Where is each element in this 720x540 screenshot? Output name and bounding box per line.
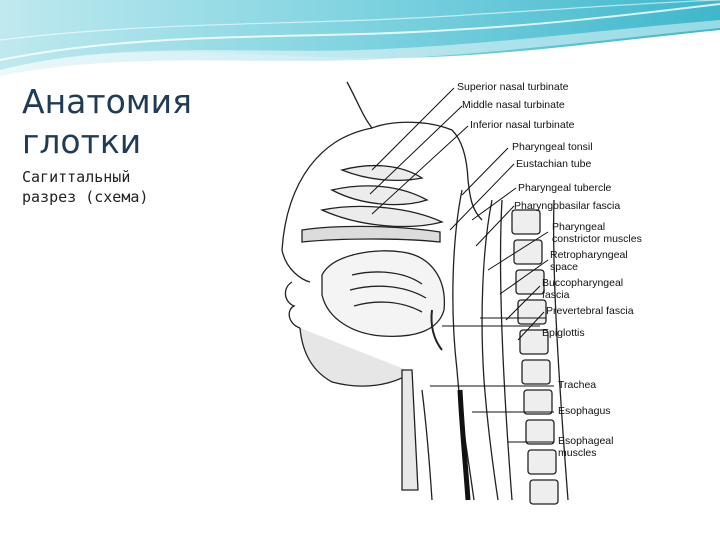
middle-turbinate-shape	[330, 185, 429, 206]
label-pharyngeal-tubercle: Pharyngeal tubercle	[518, 182, 612, 194]
label-buccopharyngeal-2: fascia	[542, 289, 570, 301]
slide-title: Анатомия глотки	[22, 82, 252, 162]
posterior-pharyngeal-wall	[452, 189, 475, 501]
label-pharyngeal-constrictor-2: constrictor muscles	[552, 233, 642, 245]
label-superior-nasal-turbinate: Superior nasal turbinate	[457, 81, 569, 93]
hard-palate	[301, 225, 441, 243]
inferior-turbinate-shape	[319, 205, 444, 228]
label-pharyngeal-tonsil: Pharyngeal tonsil	[512, 141, 593, 153]
header-wave-banner	[0, 0, 720, 76]
label-prevertebral-fascia: Prevertebral fascia	[546, 305, 634, 317]
label-buccopharyngeal-1: Buccopharyngeal	[542, 277, 624, 289]
label-inferior-nasal-turbinate: Inferior nasal turbinate	[470, 119, 575, 131]
mandible	[299, 327, 413, 387]
tongue	[321, 250, 446, 338]
label-pharyngeal-constrictor-1: Pharyngeal	[552, 221, 606, 233]
nasal-cavity-outline	[346, 81, 483, 221]
epiglottis-shape	[430, 309, 443, 351]
label-esophageal-muscles-1: Esophageal	[558, 435, 614, 447]
slide-subtitle: Сагиттальный разрез (схема)	[22, 167, 252, 207]
label-epiglottis: Epiglottis	[542, 327, 585, 339]
label-pharyngobasilar-fascia: Pharyngobasilar fascia	[514, 200, 621, 212]
larynx	[401, 369, 419, 491]
slide-subtitle-line-2: разрез (схема)	[22, 188, 149, 206]
label-esophageal-muscles-2: muscles	[558, 447, 597, 459]
anatomy-drawing	[281, 81, 569, 505]
label-retropharyngeal-2: space	[550, 261, 579, 273]
superior-turbinate-shape	[339, 164, 424, 182]
slide-subtitle-line-1: Сагиттальный	[22, 168, 131, 186]
pharynx-sagittal-diagram: Superior nasal turbinate Middle nasal tu…	[262, 70, 667, 510]
label-trachea: Trachea	[558, 379, 597, 391]
esophagus-shape	[457, 389, 471, 501]
label-eustachian-tube: Eustachian tube	[516, 158, 592, 170]
trachea-shape	[421, 389, 433, 501]
label-retropharyngeal-1: Retropharyngeal	[550, 249, 628, 261]
slide-title-line-1: Анатомия	[22, 82, 192, 121]
slide-title-line-2: глотки	[22, 122, 142, 161]
label-middle-nasal-turbinate: Middle nasal turbinate	[462, 99, 565, 111]
label-esophagus: Esophagus	[558, 405, 611, 417]
